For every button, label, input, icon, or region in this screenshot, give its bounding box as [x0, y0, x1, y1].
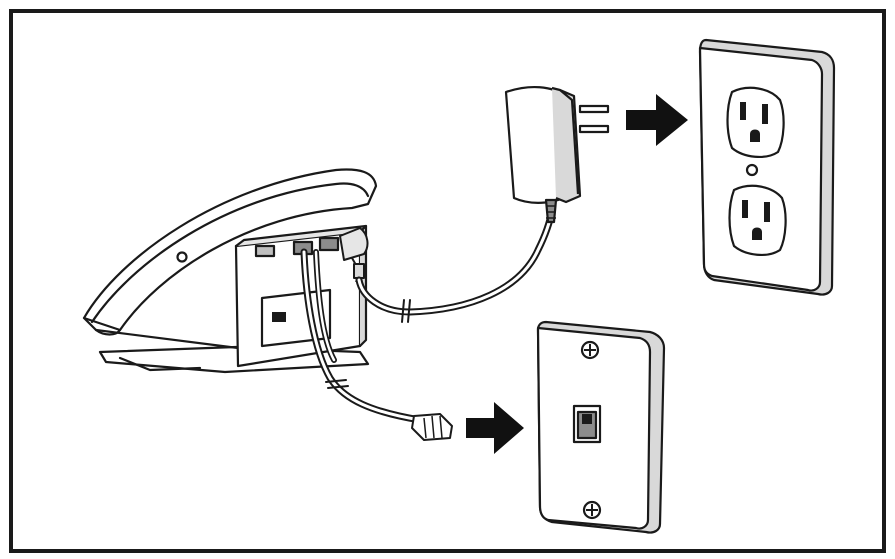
- power-adapter: [504, 85, 610, 224]
- arrow-right-icon: [626, 94, 688, 146]
- rj11-plug: [411, 413, 453, 441]
- phone-wall-jack: [536, 320, 666, 534]
- power-outlet: [698, 38, 836, 296]
- power-cord: [355, 206, 556, 323]
- phone-line-cord: [300, 248, 424, 424]
- phone-base: [82, 168, 378, 374]
- arrow-right-icon: [466, 402, 524, 454]
